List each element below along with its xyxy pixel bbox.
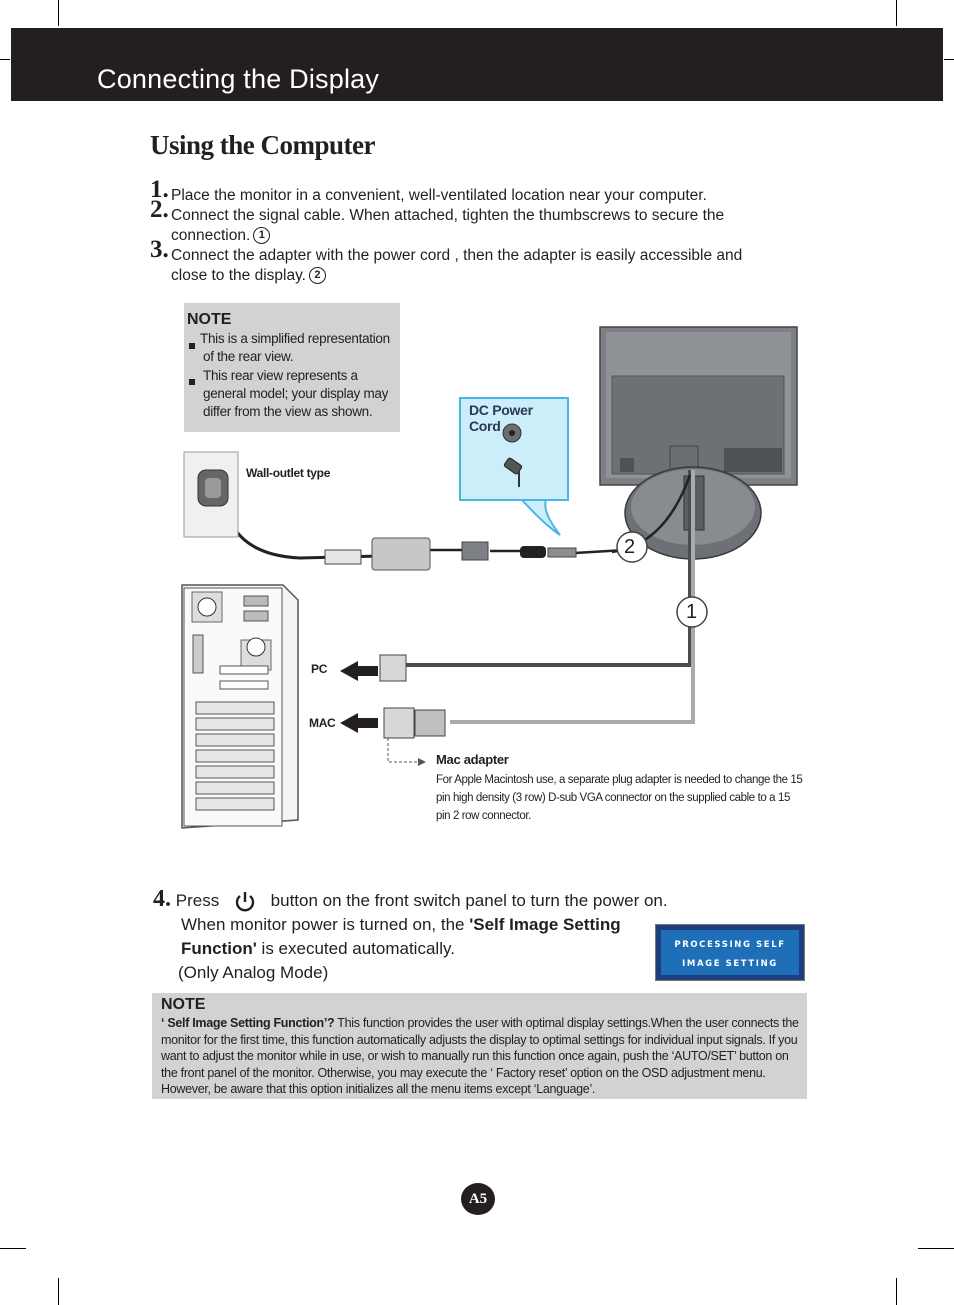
crop-mark xyxy=(918,1248,954,1249)
step-number: 1. xyxy=(150,176,169,203)
step-1: 1. Place the monitor in a convenient, we… xyxy=(150,177,790,206)
callout-1-number: 1 xyxy=(686,601,697,623)
monitor-rear-illustration xyxy=(599,326,798,560)
crop-mark xyxy=(0,1248,26,1249)
crop-mark xyxy=(896,0,897,26)
dc-jack-icon xyxy=(502,423,523,487)
power-adapter-brick xyxy=(371,537,431,571)
note-line: differ from the view as shown. xyxy=(203,404,373,419)
vga-connector-pc xyxy=(379,654,407,682)
osd-line: IMAGE SETTING xyxy=(682,959,778,969)
pc-label: PC xyxy=(311,662,328,676)
crop-mark xyxy=(944,59,954,60)
mac-label: MAC xyxy=(309,716,336,730)
dc-power-cord-label: DC Power Cord xyxy=(469,402,533,434)
callout-2-number: 2 xyxy=(624,536,635,558)
step-text: Place the monitor in a convenient, well-… xyxy=(171,187,707,204)
section-title: Using the Computer xyxy=(150,130,376,160)
arrow-mac xyxy=(340,713,378,733)
crop-mark xyxy=(58,0,59,26)
step-text: close to the display. xyxy=(171,267,306,284)
callout-marker: 1 xyxy=(253,227,271,245)
step-3: 3. Connect the adapter with the power co… xyxy=(150,237,790,286)
step4-text: When monitor power is turned on, the xyxy=(181,915,470,934)
note-bold-lead: ‘ Self Image Setting Function’? xyxy=(161,1016,335,1030)
signal-cable-mac xyxy=(450,470,695,724)
step4-bold: Function' xyxy=(181,939,257,958)
note-title: NOTE xyxy=(187,311,232,328)
step-text: Connect the adapter with the power cord … xyxy=(171,247,743,264)
step-number: 3. xyxy=(150,236,169,263)
wall-outlet-label: Wall-outlet type xyxy=(246,466,331,480)
crop-mark xyxy=(0,59,10,60)
note-item: This is a simplified representation of t… xyxy=(200,330,390,366)
note-title: NOTE xyxy=(161,996,206,1013)
step-text: connection. xyxy=(171,227,251,244)
callout-marker: 2 xyxy=(308,267,326,285)
pc-tower-illustration xyxy=(181,584,299,829)
note-line: This is a simplified representation xyxy=(200,331,390,346)
step4-text: button on the front switch panel to turn… xyxy=(270,891,668,910)
mac-adapter-connector xyxy=(383,707,415,739)
arrow-pc xyxy=(340,661,378,681)
step-number: 2. xyxy=(150,196,169,223)
step-text: Connect the signal cable. When attached,… xyxy=(171,207,725,224)
osd-preview: PROCESSING SELF IMAGE SETTING xyxy=(655,924,805,981)
page-number: A5 xyxy=(461,1183,495,1215)
mac-adapter-description: For Apple Macintosh use, a separate plug… xyxy=(436,774,803,822)
note-line: This rear view represents a xyxy=(203,368,358,383)
step-4: 4. Press button on the front switch pane… xyxy=(153,887,668,985)
power-icon xyxy=(234,891,256,913)
note-line: of the rear view. xyxy=(203,349,294,364)
crop-mark xyxy=(896,1278,897,1305)
step4-bold: 'Self Image Setting xyxy=(469,915,621,934)
bullet-icon xyxy=(189,343,195,349)
note-item: This rear view represents a general mode… xyxy=(203,367,388,421)
mac-adapter-title: Mac adapter xyxy=(436,752,509,767)
step-number: 4. xyxy=(153,886,171,912)
step4-text: is executed automatically. xyxy=(256,939,455,958)
callout-1-circle xyxy=(676,596,708,628)
wall-outlet-illustration xyxy=(183,451,239,538)
note-line: general model; your display may xyxy=(203,386,389,401)
dc-power-cord-callout: DC Power Cord xyxy=(459,397,569,501)
note-text: This function provides the user with opt… xyxy=(161,1016,799,1096)
note-box-2: NOTE ‘ Self Image Setting Function’? Thi… xyxy=(152,993,807,1099)
osd-line: PROCESSING SELF xyxy=(674,940,786,950)
header-bar: Connecting the Display xyxy=(11,28,943,101)
step-2: 2. Connect the signal cable. When attach… xyxy=(150,197,790,246)
step4-text: (Only Analog Mode) xyxy=(178,963,329,982)
callout-2-circle xyxy=(616,531,648,563)
note-body: ‘ Self Image Setting Function’? This fun… xyxy=(161,1015,801,1098)
step4-press: Press xyxy=(175,891,220,910)
header-title: Connecting the Display xyxy=(97,64,380,94)
crop-mark xyxy=(58,1278,59,1305)
note-box: NOTE This is a simplified representation… xyxy=(184,303,400,432)
bullet-icon xyxy=(189,379,195,385)
signal-cable xyxy=(405,470,692,667)
